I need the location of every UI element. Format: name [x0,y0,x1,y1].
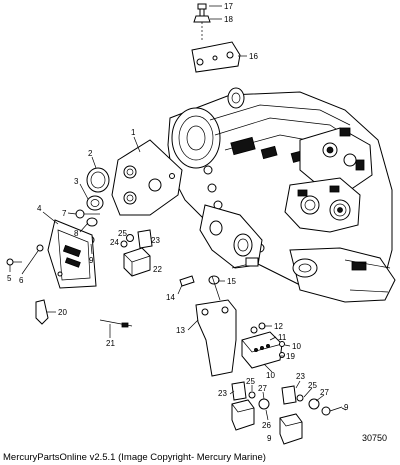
nut-24 [120,240,128,248]
bracket-16 [191,41,241,73]
callout-labels: 17 18 16 1 2 3 4 7 8 9 5 6 20 21 24 25 2… [7,2,387,443]
callout-22: 22 [153,265,162,274]
bracket-23b [231,381,247,401]
tie-strap-21 [99,319,133,328]
screw-17 [197,3,207,17]
callout-8: 8 [74,229,79,238]
relay-26a [231,399,255,431]
bracket-1 [111,139,183,216]
washer-18 [193,15,211,23]
engine-assembly [167,87,396,303]
callout-9a: 9 [89,256,94,265]
callout-18: 18 [224,15,233,24]
callout-23a: 23 [151,236,160,245]
bracket-13 [195,275,237,377]
relay-22 [123,247,151,277]
callout-25c: 25 [308,381,317,390]
callout-23c: 23 [296,372,305,381]
callout-20: 20 [58,308,67,317]
callout-3: 3 [74,177,79,186]
spacer-15 [208,275,220,285]
screw-9b [321,406,343,416]
figure-number: 30750 [362,433,387,443]
callout-5: 5 [7,274,12,283]
nut-19 [279,352,285,358]
callout-7: 7 [62,209,67,218]
callout-27a: 27 [258,384,267,393]
callout-9c: 9 [267,434,272,443]
nut-6 [36,244,44,252]
callout-6: 6 [19,276,24,285]
callout-1: 1 [131,128,136,137]
callout-12: 12 [274,322,283,331]
washer-8 [86,217,98,227]
bracket-23c [281,385,297,405]
washer-25a [126,234,134,242]
callout-23b: 23 [218,389,227,398]
screw-7 [75,209,100,219]
callout-25a: 25 [118,229,127,238]
washers-25-27 [248,391,320,410]
callout-10b: 10 [266,371,275,380]
screw-10a [279,341,285,347]
callout-26: 26 [262,421,271,430]
callout-15: 15 [227,277,236,286]
leader-lines [9,5,347,421]
grommet-2 [86,167,110,193]
callout-2: 2 [88,149,93,158]
clip-20 [35,299,49,325]
nut-3 [86,195,104,211]
callout-16: 16 [249,52,258,61]
copyright-footer: MercuryPartsOnline v2.5.1 (Image Copyrig… [3,452,266,463]
control-module-4 [47,219,97,289]
relay-26b [279,413,303,445]
callout-27b: 27 [320,388,329,397]
callout-17: 17 [224,2,233,11]
bracket-23a [137,229,153,249]
module-11 [241,331,283,369]
callout-9b: 9 [344,403,349,412]
callout-13: 13 [176,326,185,335]
callout-19: 19 [286,352,295,361]
callout-10a: 10 [292,342,301,351]
callout-11: 11 [278,333,287,342]
callout-24: 24 [110,238,119,247]
callout-14: 14 [166,293,175,302]
callout-21: 21 [106,339,115,348]
screw-5 [6,258,22,266]
stud-14 [179,275,195,287]
screw-12 [250,322,266,334]
callout-4: 4 [37,204,42,213]
callout-25b: 25 [246,377,255,386]
